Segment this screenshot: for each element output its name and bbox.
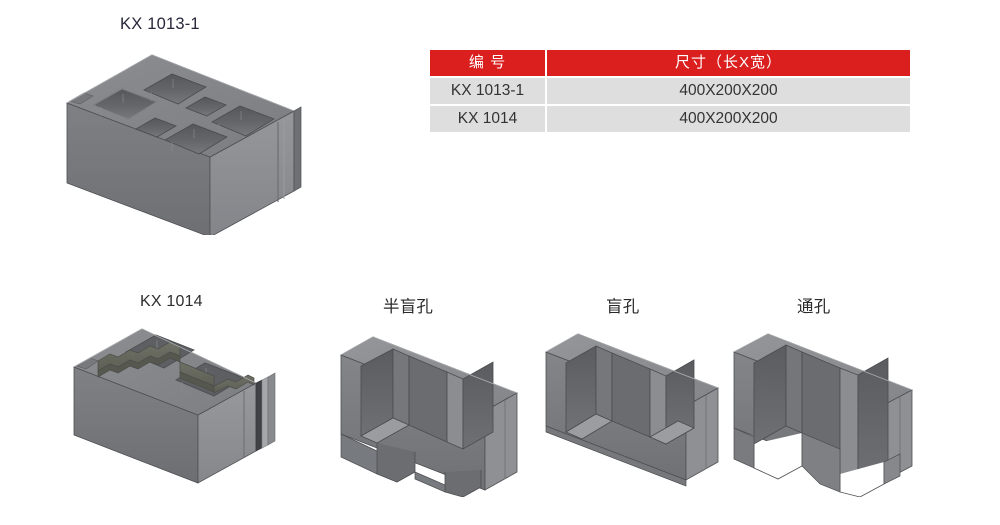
blind-hole-block-icon xyxy=(545,333,719,487)
cell-code: KX 1014 xyxy=(430,106,545,132)
column-header-size: 尺寸（长X宽） xyxy=(547,50,910,76)
block-1013-illustration xyxy=(60,45,310,240)
cell-size: 400X200X200 xyxy=(547,78,910,104)
half-blind-hole-illustration xyxy=(335,322,533,502)
label-blind-hole: 盲孔 xyxy=(606,298,640,316)
half-blind-hole-block-icon xyxy=(340,336,518,498)
block-1014-illustration xyxy=(68,325,300,495)
blind-hole-illustration xyxy=(540,322,730,492)
page-title-kx-1013-1: KX 1013-1 xyxy=(120,15,200,33)
column-header-code: 编 号 xyxy=(430,50,545,76)
label-half-blind-hole: 半盲孔 xyxy=(383,298,434,316)
cell-size: 400X200X200 xyxy=(547,106,910,132)
through-hole-block-icon xyxy=(733,333,913,498)
table-row: KX 1013-1 400X200X200 xyxy=(430,78,910,104)
spec-table: 编 号 尺寸（长X宽） KX 1013-1 400X200X200 KX 101… xyxy=(428,48,912,134)
label-block-kx-1014: KX 1014 xyxy=(140,293,203,310)
concrete-block-insulated-zigzag-icon xyxy=(73,328,276,484)
cell-code: KX 1013-1 xyxy=(430,78,545,104)
table-header-row: 编 号 尺寸（长X宽） xyxy=(430,50,910,76)
through-hole-illustration xyxy=(728,322,923,502)
table-row: KX 1014 400X200X200 xyxy=(430,106,910,132)
label-through-hole: 通孔 xyxy=(797,298,831,316)
concrete-block-six-hole-icon xyxy=(66,54,302,238)
